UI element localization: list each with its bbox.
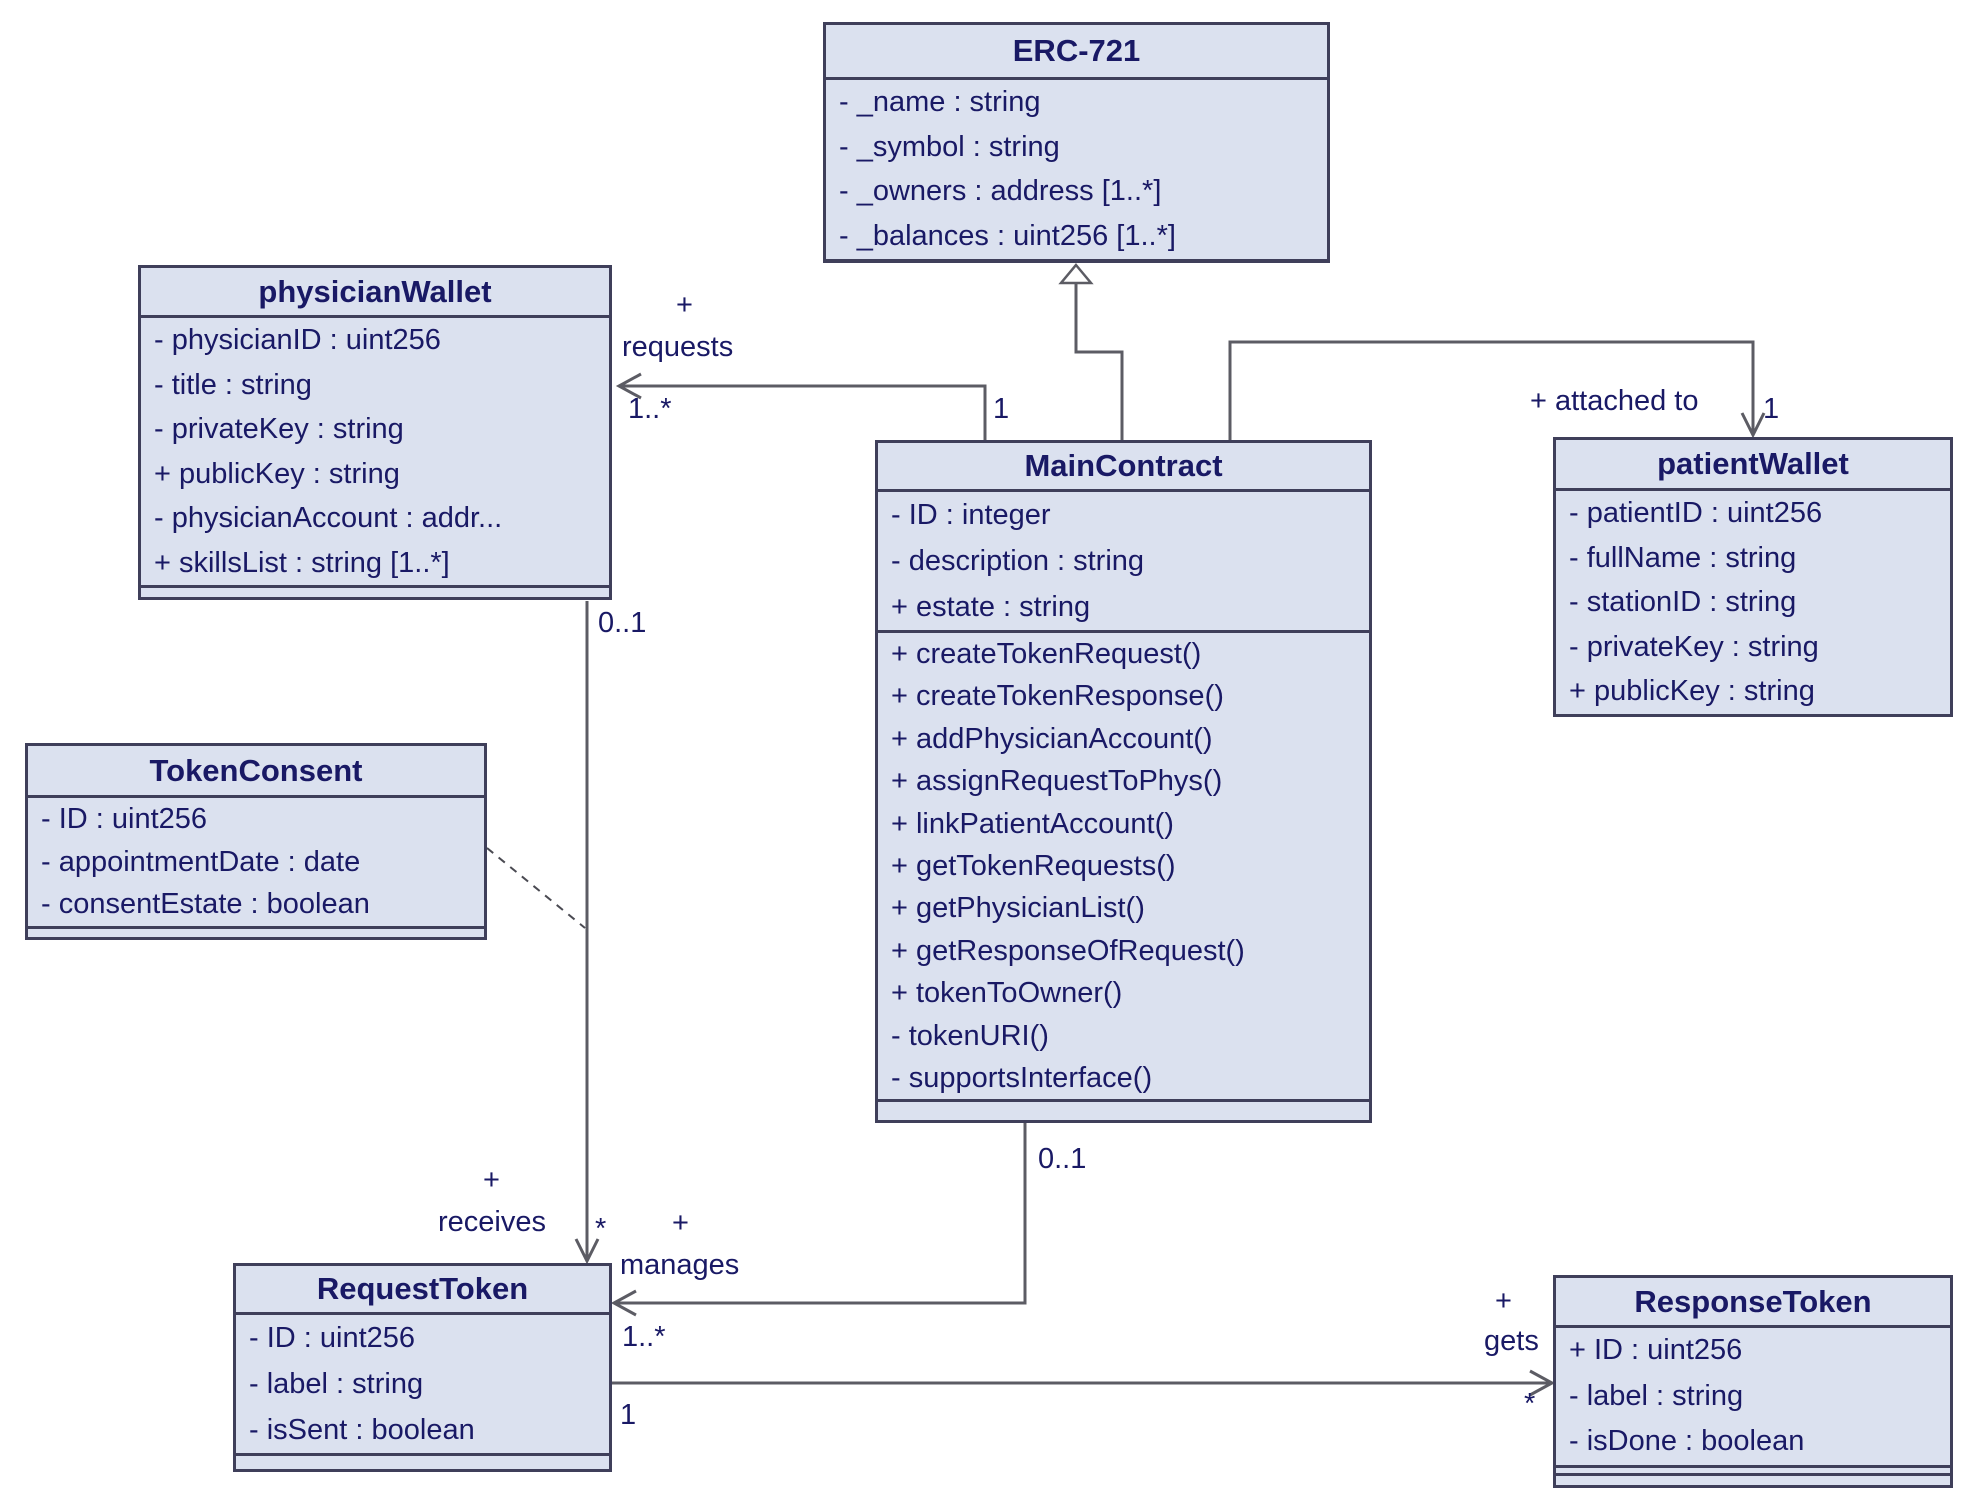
- empty-compartment: [141, 585, 609, 597]
- method-row: + getTokenRequests(): [891, 850, 1176, 883]
- attribute-row: - _symbol : string: [839, 130, 1060, 163]
- attributes-compartment: + ID : uint256 - label : string - isDone…: [1556, 1328, 1950, 1465]
- attribute-row: - appointmentDate : date: [41, 845, 361, 878]
- attribute-row: - _balances : uint256 [1..*]: [839, 220, 1176, 253]
- attribute-row: - ID : uint256: [249, 1322, 416, 1354]
- attribute-row: - label : string: [249, 1368, 424, 1400]
- class-box-requesttoken: RequestToken - ID : uint256 - label : st…: [233, 1263, 612, 1472]
- attribute-row: + publicKey : string: [154, 457, 400, 490]
- association-label-gets: gets: [1484, 1325, 1539, 1357]
- empty-compartment: [28, 925, 484, 937]
- attribute-row: - privateKey : string: [1569, 630, 1819, 663]
- attribute-row: - fullName : string: [1569, 541, 1797, 574]
- attributes-compartment: - ID : uint256 - label : string - isSent…: [236, 1315, 609, 1453]
- attribute-row: - consentEstate : boolean: [41, 888, 370, 921]
- attribute-row: - description : string: [891, 545, 1145, 577]
- method-row: + getResponseOfRequest(): [891, 934, 1245, 967]
- attribute-row: - isSent : boolean: [249, 1414, 475, 1446]
- multiplicity-manages-requesttoken: 1..*: [622, 1321, 666, 1353]
- association-label-attached-to: + attached to: [1530, 385, 1699, 417]
- association-label-receives-plus: +: [483, 1164, 500, 1196]
- multiplicity-attached-to-patientwallet: 1: [1763, 393, 1780, 425]
- class-title: TokenConsent: [28, 746, 484, 798]
- multiplicity-requests-maincontract: 1: [993, 393, 1010, 425]
- class-title: RequestToken: [236, 1266, 609, 1315]
- attribute-row: - _name : string: [839, 86, 1041, 118]
- method-row: + tokenToOwner(): [891, 977, 1123, 1010]
- attribute-row: - ID : uint256: [41, 803, 208, 835]
- attributes-compartment: - ID : integer - description : string + …: [878, 492, 1369, 630]
- attribute-row: - stationID : string: [1569, 586, 1797, 619]
- method-row: + addPhysicianAccount(): [891, 722, 1213, 755]
- attribute-row: - isDone : boolean: [1569, 1425, 1805, 1458]
- attribute-row: - ID : integer: [891, 499, 1051, 531]
- empty-compartment: [1556, 1464, 1950, 1473]
- attribute-row: + ID : uint256: [1569, 1334, 1743, 1366]
- attribute-row: - _owners : address [1..*]: [839, 175, 1162, 208]
- method-row: - supportsInterface(): [891, 1062, 1153, 1095]
- class-box-erc-721: ERC-721 - _name : string - _symbol : str…: [823, 22, 1330, 263]
- class-box-maincontract: MainContract - ID : integer - descriptio…: [875, 440, 1372, 1123]
- multiplicity-manages-maincontract: 0..1: [1038, 1143, 1087, 1175]
- empty-compartment: [878, 1099, 1369, 1122]
- generalization-line: [1058, 263, 1124, 440]
- multiplicity-receives-physicianwallet: 0..1: [598, 607, 647, 639]
- association-label-requests-plus: +: [676, 289, 693, 321]
- association-label-manages-plus: +: [672, 1207, 689, 1239]
- attributes-compartment: - _name : string - _symbol : string - _o…: [826, 80, 1327, 259]
- attribute-row: + skillsList : string [1..*]: [154, 546, 450, 579]
- association-label-gets-plus: +: [1495, 1285, 1512, 1317]
- class-box-patientwallet: patientWallet - patientID : uint256 - fu…: [1553, 437, 1953, 717]
- attribute-row: - label : string: [1569, 1379, 1744, 1412]
- attribute-row: + publicKey : string: [1569, 675, 1815, 708]
- multiplicity-gets-responsetoken: *: [1524, 1388, 1536, 1420]
- class-box-physicianwallet: physicianWallet - physicianID : uint256 …: [138, 265, 612, 600]
- attribute-row: - physicianAccount : addr...: [154, 502, 503, 534]
- class-box-tokenconsent: TokenConsent - ID : uint256 - appointmen…: [25, 743, 487, 940]
- requests-line: [615, 372, 987, 440]
- tokenconsent-association-dashed-line: [486, 847, 586, 929]
- method-row: + createTokenResponse(): [891, 680, 1224, 713]
- methods-compartment: + createTokenRequest() + createTokenResp…: [878, 630, 1369, 1099]
- multiplicity-gets-requesttoken: 1: [620, 1399, 637, 1431]
- method-row: - tokenURI(): [891, 1019, 1049, 1052]
- attribute-row: - physicianID : uint256: [154, 324, 441, 356]
- class-title: physicianWallet: [141, 268, 609, 318]
- attributes-compartment: - ID : uint256 - appointmentDate : date …: [28, 798, 484, 926]
- attribute-row: - patientID : uint256: [1569, 497, 1823, 529]
- attribute-row: + estate : string: [891, 591, 1091, 623]
- attributes-compartment: - physicianID : uint256 - title : string…: [141, 318, 609, 585]
- class-title: patientWallet: [1556, 440, 1950, 491]
- class-box-responsetoken: ResponseToken + ID : uint256 - label : s…: [1553, 1275, 1953, 1488]
- class-title: ResponseToken: [1556, 1278, 1950, 1328]
- attributes-compartment: - patientID : uint256 - fullName : strin…: [1556, 491, 1950, 714]
- manages-line: [610, 1123, 1027, 1317]
- class-title: MainContract: [878, 443, 1369, 492]
- class-title: ERC-721: [826, 25, 1327, 80]
- empty-compartment: [1556, 1472, 1950, 1484]
- gets-line: [612, 1369, 1556, 1397]
- receives-line: [574, 601, 600, 1265]
- multiplicity-receives-requesttoken: *: [595, 1213, 607, 1245]
- attribute-row: - privateKey : string: [154, 413, 404, 445]
- attribute-row: - title : string: [154, 368, 312, 401]
- association-label-requests: requests: [622, 331, 734, 363]
- association-label-receives: receives: [438, 1206, 546, 1238]
- method-row: + assignRequestToPhys(): [891, 765, 1223, 798]
- multiplicity-requests-physicianwallet: 1..*: [628, 393, 672, 425]
- association-label-manages: manages: [620, 1249, 740, 1281]
- method-row: + createTokenRequest(): [891, 638, 1202, 670]
- empty-compartment: [236, 1453, 609, 1469]
- method-row: + linkPatientAccount(): [891, 807, 1174, 840]
- attached-to-line: [1228, 340, 1766, 440]
- method-row: + getPhysicianList(): [891, 892, 1145, 925]
